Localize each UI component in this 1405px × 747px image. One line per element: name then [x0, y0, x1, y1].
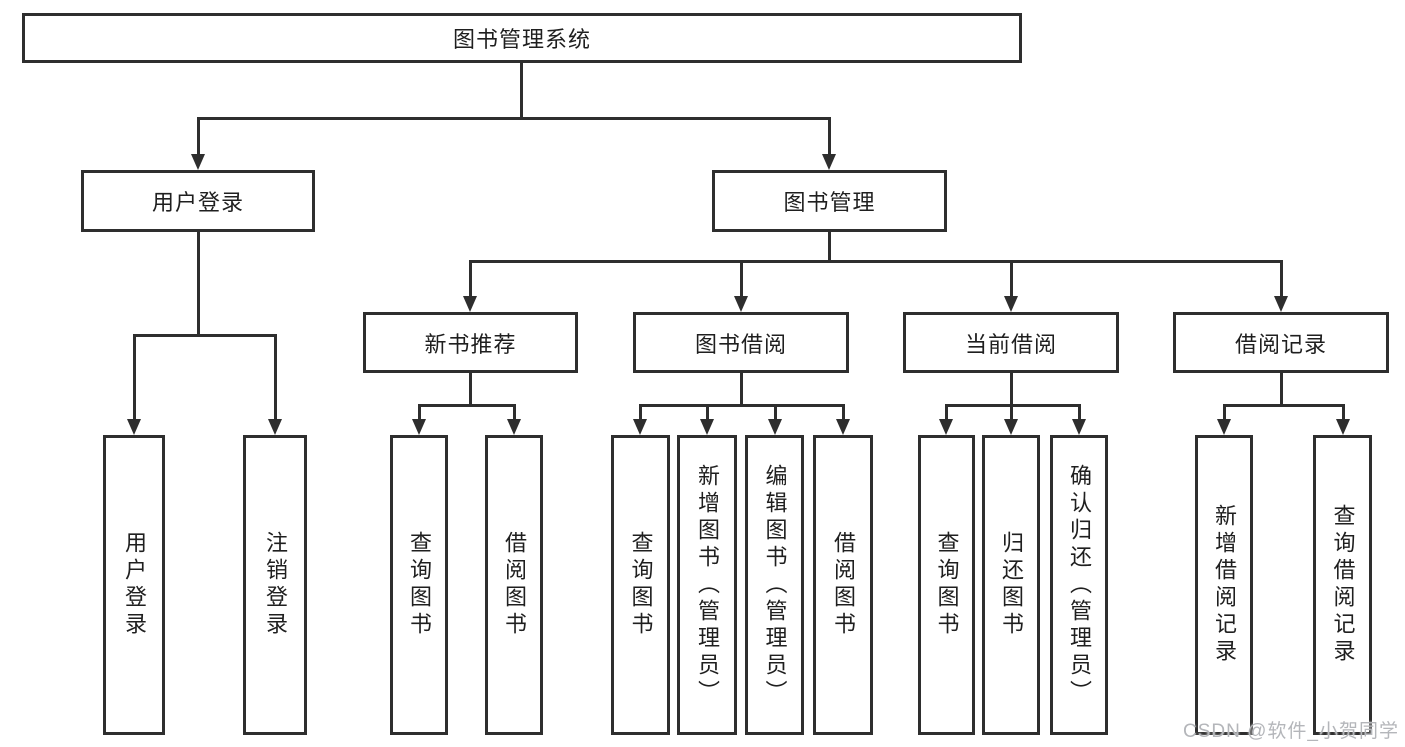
arrowhead-down-icon	[822, 154, 836, 170]
node-current-borrowing: 当前借阅	[903, 312, 1119, 373]
connector-line	[774, 404, 777, 421]
arrowhead-down-icon	[633, 419, 647, 435]
connector-line	[706, 404, 709, 421]
node-label: 图书借阅	[694, 331, 787, 357]
node-label: 查询图书	[934, 531, 960, 639]
node-label: 用户登录	[122, 531, 147, 639]
connector-line	[418, 404, 516, 407]
node-new-book-recommendation: 新书推荐	[363, 312, 578, 373]
arrowhead-down-icon	[939, 419, 953, 435]
node-label: 查询图书	[628, 531, 654, 639]
connector-line	[1223, 404, 1344, 407]
arrowhead-down-icon	[268, 419, 282, 435]
node-label: 图书管理	[783, 190, 876, 215]
node-label: 查询借阅记录	[1330, 504, 1356, 666]
connector-line	[945, 404, 1081, 407]
arrowhead-down-icon	[1336, 419, 1350, 435]
arrowhead-down-icon	[734, 296, 748, 312]
arrowhead-down-icon	[463, 296, 477, 312]
leaf-return-books: 归还图书	[982, 435, 1040, 735]
connector-line	[133, 334, 136, 421]
connector-line	[1342, 404, 1345, 421]
connector-line	[133, 334, 277, 337]
connector-line	[828, 232, 831, 263]
connector-line	[469, 260, 472, 298]
leaf-add-borrow-record: 新增借阅记录	[1195, 435, 1253, 735]
node-label: 注销登录	[263, 531, 288, 639]
node-book-borrowing: 图书借阅	[633, 312, 849, 373]
connector-line	[197, 232, 200, 337]
csdn-watermark: CSDN @软件_小贺同学	[1183, 721, 1399, 742]
arrowhead-down-icon	[836, 419, 850, 435]
connector-line	[513, 404, 516, 421]
leaf-user-login: 用户登录	[103, 435, 165, 735]
node-label: 当前借阅	[964, 331, 1057, 357]
node-label: 新书推荐	[424, 331, 517, 357]
node-label: 借阅图书	[831, 531, 856, 639]
connector-line	[639, 404, 642, 421]
leaf-add-books-admin: 新增图书（管理员）	[677, 435, 737, 735]
connector-line	[842, 404, 845, 421]
connector-line	[418, 404, 421, 421]
node-label: 确认归还（管理员）	[1067, 463, 1092, 707]
node-library-management-system: 图书管理系统	[22, 13, 1022, 63]
connector-line	[639, 404, 845, 407]
arrowhead-down-icon	[1004, 296, 1018, 312]
connector-line	[469, 260, 1283, 263]
connector-line	[740, 373, 743, 407]
node-label: 新增借阅记录	[1212, 504, 1237, 666]
node-label: 用户登录	[151, 190, 244, 215]
arrowhead-down-icon	[1004, 419, 1018, 435]
leaf-query-books-borrowing: 查询图书	[611, 435, 670, 735]
arrowhead-down-icon	[127, 419, 141, 435]
node-book-management: 图书管理	[712, 170, 947, 232]
arrowhead-down-icon	[1217, 419, 1231, 435]
arrowhead-down-icon	[700, 419, 714, 435]
leaf-query-books-recommend: 查询图书	[390, 435, 448, 735]
connector-line	[1010, 260, 1013, 298]
connector-line	[1010, 404, 1013, 421]
connector-line	[1078, 404, 1081, 421]
connector-line	[197, 117, 200, 157]
arrowhead-down-icon	[768, 419, 782, 435]
node-label: 借阅图书	[502, 531, 527, 639]
leaf-query-books-current: 查询图书	[918, 435, 975, 735]
connector-line	[274, 334, 277, 421]
leaf-logout: 注销登录	[243, 435, 307, 735]
node-label: 编辑图书（管理员）	[762, 463, 788, 707]
connector-line	[1280, 373, 1283, 407]
node-label: 图书管理系统	[452, 27, 591, 52]
leaf-confirm-return-admin: 确认归还（管理员）	[1050, 435, 1108, 735]
node-label: 归还图书	[999, 531, 1024, 639]
connector-line	[740, 260, 743, 298]
arrowhead-down-icon	[1072, 419, 1086, 435]
connector-line	[1280, 260, 1283, 298]
leaf-edit-books-admin: 编辑图书（管理员）	[745, 435, 804, 735]
node-label: 新增图书（管理员）	[695, 463, 720, 707]
node-label: 借阅记录	[1234, 331, 1327, 357]
connector-line	[469, 373, 472, 407]
node-borrowing-records: 借阅记录	[1173, 312, 1389, 373]
connector-line	[1223, 404, 1226, 421]
connector-line	[197, 117, 831, 120]
leaf-query-borrow-record: 查询借阅记录	[1313, 435, 1372, 735]
arrowhead-down-icon	[507, 419, 521, 435]
leaf-borrow-books-recommend: 借阅图书	[485, 435, 543, 735]
leaf-borrow-books: 借阅图书	[813, 435, 873, 735]
connector-line	[828, 117, 831, 157]
node-user-login: 用户登录	[81, 170, 315, 232]
connector-line	[520, 63, 523, 120]
arrowhead-down-icon	[1274, 296, 1288, 312]
arrowhead-down-icon	[191, 154, 205, 170]
connector-line	[945, 404, 948, 421]
connector-line	[1010, 373, 1013, 407]
arrowhead-down-icon	[412, 419, 426, 435]
node-label: 查询图书	[407, 531, 432, 639]
